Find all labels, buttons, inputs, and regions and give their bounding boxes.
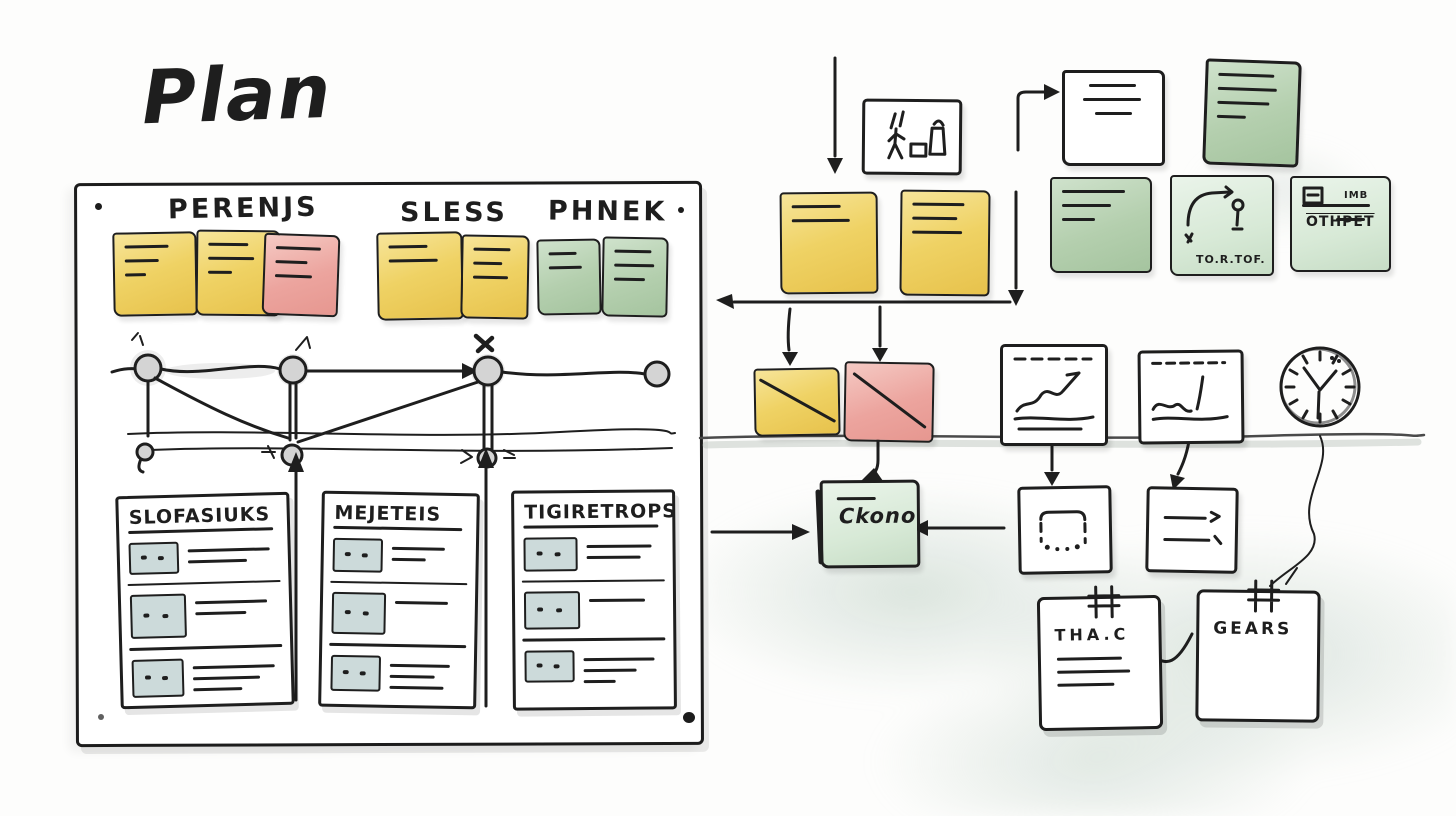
underline bbox=[333, 525, 463, 531]
board-column-header: PERENJS bbox=[167, 191, 319, 226]
sticky-note-pink bbox=[261, 232, 341, 318]
sticky-note-green bbox=[601, 236, 669, 318]
review-card: Ckono bbox=[819, 479, 921, 569]
overline bbox=[836, 496, 877, 501]
sticky-note-yellow bbox=[112, 231, 198, 317]
thumbnail-box bbox=[330, 654, 382, 692]
sketch-note-caption: TO.R.TOF. bbox=[1196, 253, 1266, 266]
white-note bbox=[1062, 70, 1165, 166]
notepad-title: GEARS bbox=[1213, 618, 1293, 640]
tagged-note: IMB OTHPET bbox=[1290, 176, 1391, 272]
tagged-note-title: OTHPET bbox=[1306, 214, 1375, 230]
board-pin bbox=[95, 203, 102, 210]
list-lines-icon bbox=[1163, 510, 1223, 546]
green-note bbox=[1050, 177, 1152, 273]
board-pin bbox=[678, 207, 684, 213]
trend-sketch-icon bbox=[1013, 357, 1095, 431]
thumbnail-box bbox=[128, 541, 180, 575]
pink-folded-sticky bbox=[843, 361, 935, 443]
thumbnail-box bbox=[524, 649, 575, 683]
clock-icon bbox=[1279, 346, 1361, 428]
document-card: SLOFASIUKS bbox=[115, 491, 295, 710]
sticky-note-yellow bbox=[899, 189, 991, 297]
review-card-label: Ckono bbox=[838, 503, 917, 529]
sticky-note-yellow bbox=[376, 231, 464, 321]
sticky-note-yellow bbox=[460, 234, 530, 320]
tagged-note-line: IMB bbox=[1344, 190, 1369, 201]
document-card-title: TIGIRETROPS bbox=[524, 500, 677, 524]
binder-clip-icon bbox=[1247, 579, 1281, 613]
tag-square-icon bbox=[1302, 186, 1324, 205]
binder-clip-icon bbox=[1087, 585, 1121, 619]
thumbnail-box bbox=[331, 591, 387, 635]
document-card: TIGIRETROPS bbox=[511, 489, 677, 711]
clock bbox=[1272, 338, 1368, 434]
dashed-box-card bbox=[1017, 485, 1113, 575]
green-note bbox=[1202, 58, 1302, 168]
notepad: GEARS bbox=[1195, 579, 1321, 723]
storyboard-card bbox=[861, 98, 963, 176]
dashed-box-icon bbox=[1039, 510, 1087, 552]
document-card-title: SLOFASIUKS bbox=[128, 503, 271, 529]
chart-card bbox=[1137, 349, 1245, 445]
chart-card bbox=[1000, 344, 1108, 446]
underline bbox=[523, 524, 659, 529]
flow-sketch-icon bbox=[1184, 185, 1245, 244]
thumbnail-box bbox=[129, 593, 187, 639]
board-column-header: SLESS bbox=[400, 197, 508, 228]
notepad-title: THA.C bbox=[1054, 624, 1130, 645]
storyboard-sketch-icon bbox=[887, 110, 947, 160]
sketch-note: TO.R.TOF. bbox=[1170, 175, 1274, 276]
page-title: Plan bbox=[140, 48, 334, 142]
trend-sketch-icon bbox=[1151, 361, 1229, 421]
board-pin bbox=[98, 714, 104, 720]
board-column-header: PHNEK bbox=[547, 195, 668, 228]
notes-card bbox=[1145, 486, 1239, 574]
yellow-folded-sticky bbox=[753, 367, 841, 437]
board-pin bbox=[683, 712, 695, 723]
notepad: THA.C bbox=[1036, 585, 1164, 732]
thumbnail-box bbox=[131, 658, 185, 698]
document-card-title: MEJETEIS bbox=[334, 501, 442, 526]
thumbnail-box bbox=[523, 591, 581, 630]
thumbnail-box bbox=[332, 537, 384, 573]
sticky-note-yellow bbox=[779, 191, 879, 295]
thumbnail-box bbox=[523, 536, 578, 572]
document-card: MEJETEIS bbox=[318, 490, 480, 710]
sticky-note-green bbox=[536, 238, 602, 316]
